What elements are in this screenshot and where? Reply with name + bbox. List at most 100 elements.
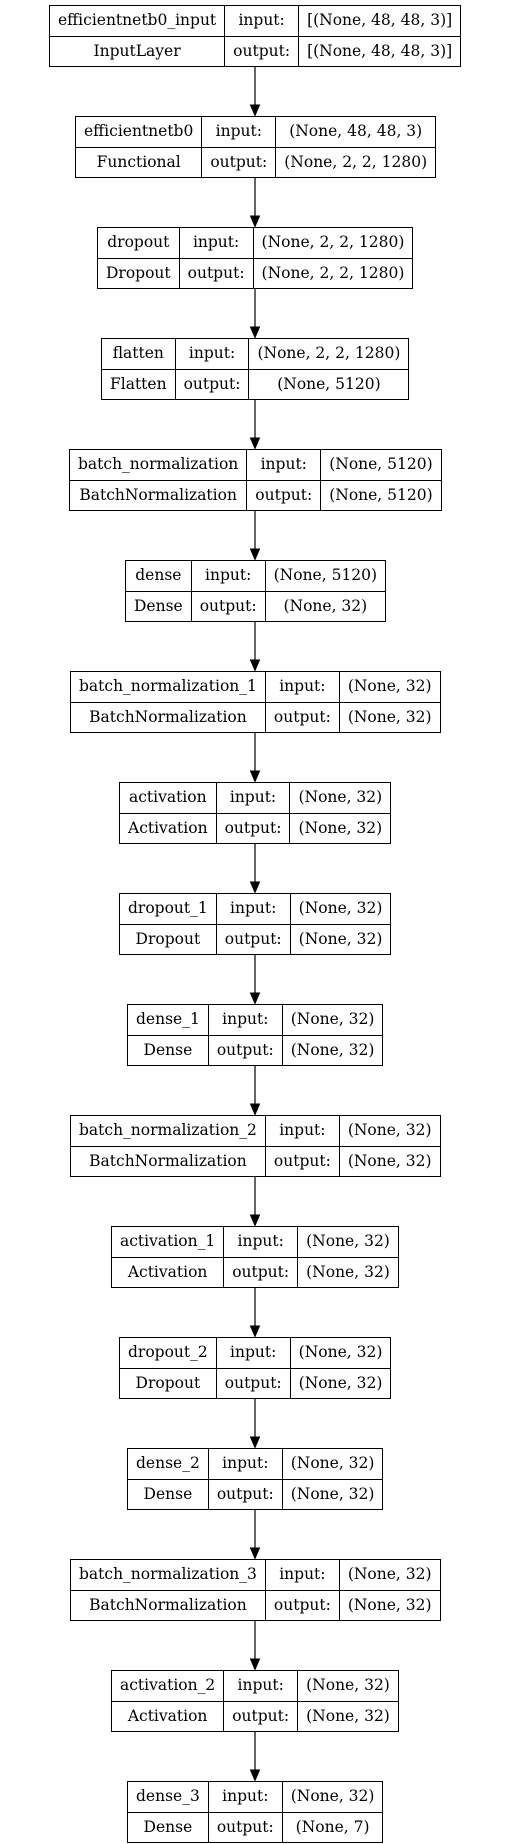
layer-shapes: (None, 32) (None, 32) [298,1671,398,1731]
arrowhead-icon [249,1769,261,1782]
layer-name: activation_1 [120,1232,216,1250]
input-shape: (None, 32) [298,1343,383,1361]
input-shape: [(None, 48, 48, 3)] [307,11,453,29]
output-shape: (None, 32) [339,1589,440,1621]
port-labels: input:output: [225,6,300,66]
arrowhead-icon [249,1436,261,1449]
layer-class: BatchNormalization [71,1145,265,1177]
port-labels: input:output: [265,1116,340,1176]
arrowhead-icon [249,1214,261,1227]
output-label: output: [216,1367,290,1399]
layer-name: dense_1 [136,1010,200,1028]
input-label: input: [237,1232,284,1250]
layer-shapes: (None, 32) (None, 32) [290,1338,391,1399]
port-labels: input:output: [191,561,266,621]
input-shape: (None, 32) [290,1787,375,1805]
layer-class: Activation [112,1700,224,1732]
input-label: input: [279,1121,326,1139]
input-label: input: [215,122,262,140]
port-labels: input: output: [216,1338,291,1399]
output-shape: (None, 2, 2, 1280) [276,146,436,178]
arrowhead-icon [249,1103,261,1116]
layer-shapes: [(None, 48, 48, 3)][(None, 48, 48, 3)] [299,6,461,66]
output-shape: (None, 32) [290,1367,391,1399]
layer-name: batch_normalization_3 [79,1565,257,1583]
port-labels: input: output: [208,1449,283,1510]
output-shape: (None, 32) [290,923,391,955]
port-labels: input: output: [265,672,340,733]
port-labels: input:output: [216,894,291,954]
arrowhead-icon [249,1325,261,1338]
layer-shapes: (None, 32) (None, 32) [282,1449,383,1510]
input-shape: (None, 5120) [273,566,378,584]
layer-class: BatchNormalization [70,479,247,511]
input-label: input: [222,1454,269,1472]
input-shape: (None, 32) [290,1454,375,1472]
layer-class: BatchNormalization [71,701,265,733]
output-shape: (None, 32) [298,1256,398,1288]
layer-class: Activation [112,1256,224,1288]
arrowhead-icon [249,1547,261,1560]
input-label: input: [229,788,277,806]
layer-class: BatchNormalization [71,1589,265,1621]
layer-class: Dropout [120,1367,216,1399]
layer-class: Dense [126,590,191,622]
input-label: input: [192,233,240,251]
layer-class: Activation [120,812,216,844]
output-label: output: [208,1478,282,1510]
input-shape: (None, 32) [298,788,383,806]
output-label: output: [216,812,290,844]
port-labels: input:output: [208,1005,283,1065]
port-labels: input:output: [175,339,250,399]
layer-name: efficientnetb0_input [58,11,217,29]
input-shape: (None, 32) [306,1676,390,1694]
layer-shapes: (None, 5120) (None, 32) [265,561,386,622]
output-label: output: [265,701,339,733]
output-shape: (None, 5120) [249,368,409,400]
arrowhead-icon [249,659,261,672]
arrowhead-icon [249,992,261,1005]
input-shape: (None, 32) [347,1565,432,1583]
input-label: input: [279,677,326,695]
input-shape: (None, 2, 2, 1280) [261,233,405,251]
output-shape: (None, 32) [282,1478,383,1510]
arrowhead-icon [249,881,261,894]
layer-class: Dense [128,1811,208,1843]
layer-name: dropout_1 [128,899,208,917]
output-shape: (None, 32) [298,1700,398,1732]
layer-class: Functional [76,146,202,178]
output-label: output: [224,1700,298,1732]
layer-name: batch_normalization_1 [79,677,257,695]
output-label: output: [224,1256,298,1288]
input-shape: (None, 32) [306,1232,390,1250]
input-label: input: [230,1343,277,1361]
layer-name: dense [135,566,182,584]
output-shape: (None, 32) [265,590,386,622]
input-label: input: [238,11,285,29]
layer-shapes: (None, 32)(None, 32) [290,894,391,955]
layer-name: dense_3 [136,1787,200,1805]
